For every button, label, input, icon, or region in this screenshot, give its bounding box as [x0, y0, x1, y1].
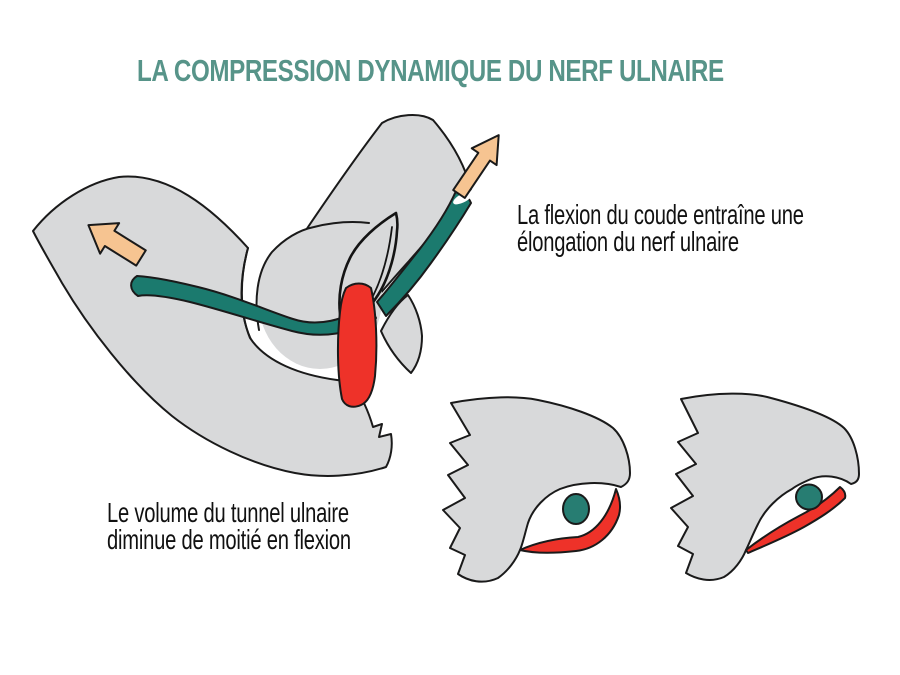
caption-volume-line1: Le volume du tunnel ulnaire — [107, 497, 349, 528]
traction-arrow-left-icon — [87, 222, 147, 267]
bone-section — [670, 392, 860, 581]
nerve-section — [562, 493, 590, 525]
epicondyle-fold-line — [372, 226, 393, 297]
caption-flexion-line2: élongation du nerf ulnaire — [517, 226, 739, 257]
ulnar-nerve-upper — [376, 190, 472, 317]
caption-flexion: La flexion du coude entraîne une élongat… — [517, 199, 804, 257]
nerve-section — [795, 483, 823, 511]
page-title: LA COMPRESSION DYNAMIQUE DU NERF ULNAIRE — [137, 53, 724, 88]
caption-volume-line2: diminue de moitié en flexion — [107, 524, 351, 555]
condyle-outline-arc — [255, 221, 370, 331]
joint-space-band — [242, 249, 355, 382]
cross-section-flexion — [670, 392, 860, 581]
caption-flexion-line1: La flexion du coude entraîne une — [517, 199, 804, 230]
traction-arrow-up-right-icon — [452, 134, 500, 199]
ligament-section — [519, 488, 621, 554]
cross-section-extension — [442, 396, 631, 583]
caption-volume: Le volume du tunnel ulnaire diminue de m… — [107, 497, 351, 555]
bone-section — [442, 396, 631, 583]
forearm-edge-line — [240, 247, 353, 383]
osborne-ligament — [336, 282, 378, 408]
